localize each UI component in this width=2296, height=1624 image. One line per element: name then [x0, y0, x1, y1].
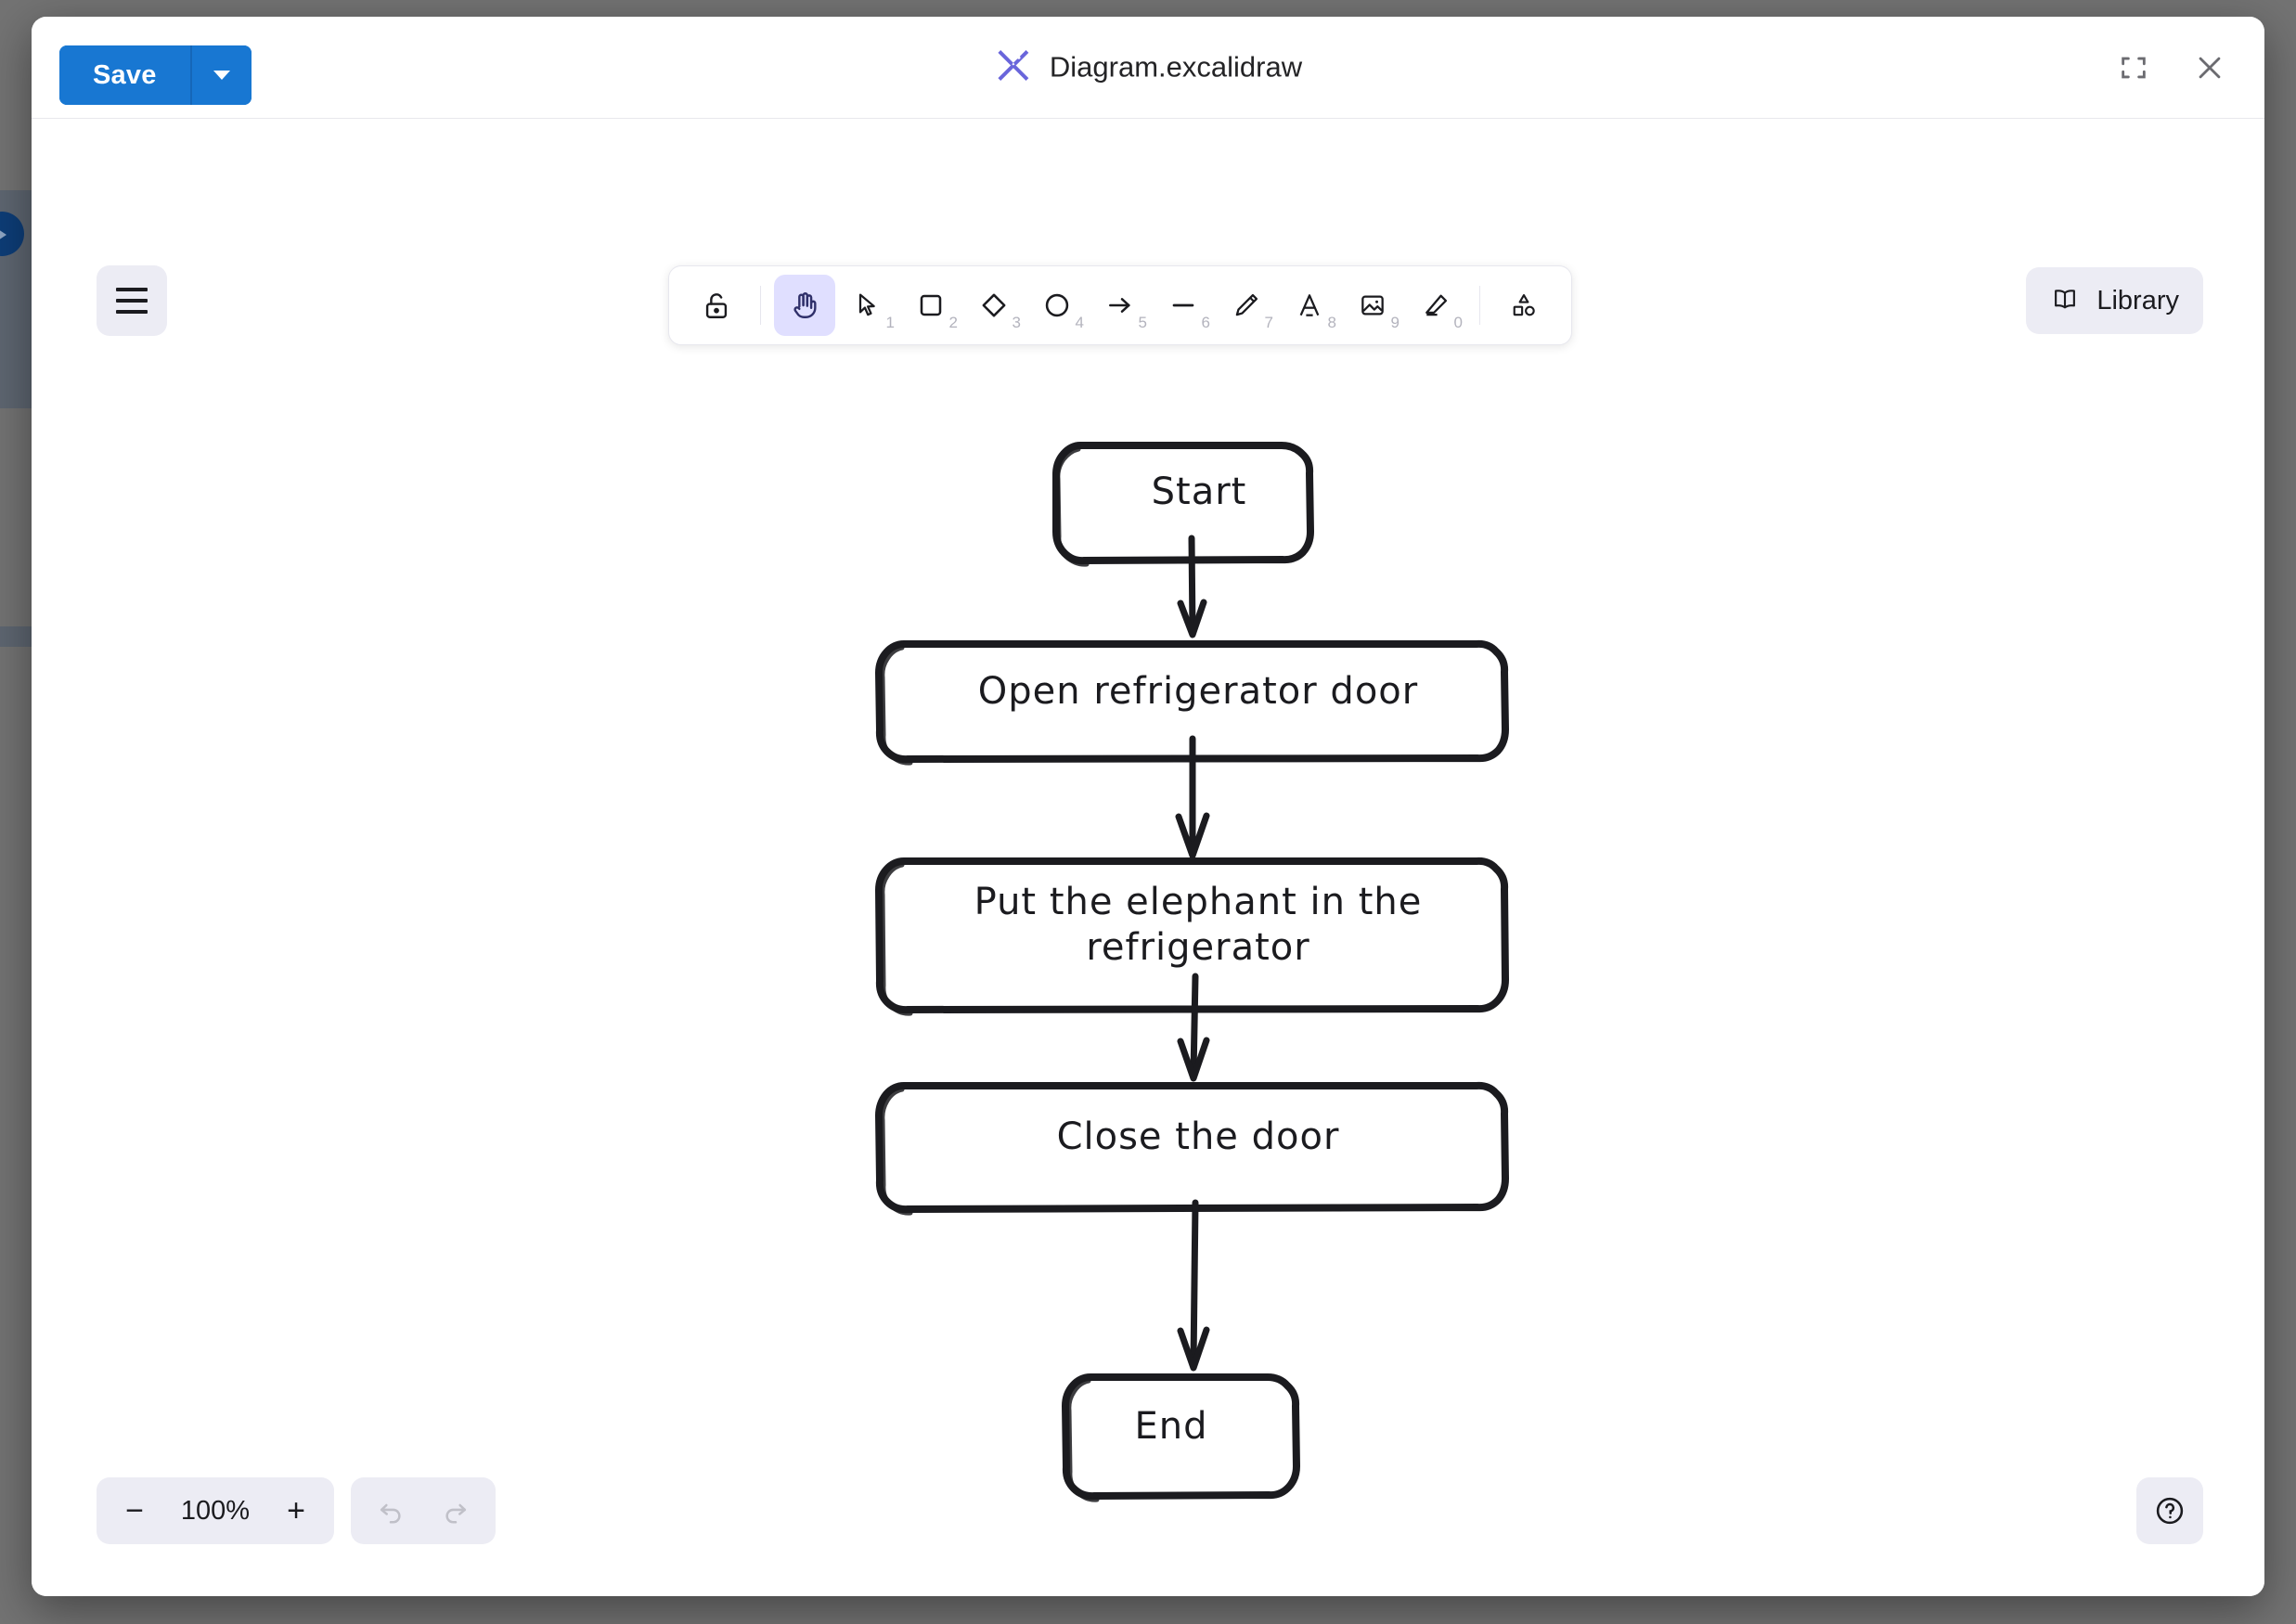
- toolbar-divider: [760, 286, 761, 325]
- close-icon[interactable]: [2188, 46, 2231, 89]
- flow-node-label: End: [1134, 1404, 1208, 1448]
- modal-header: Save Diagram.excalidraw: [32, 17, 2264, 119]
- rectangle-icon[interactable]: 2: [900, 275, 961, 336]
- library-label: Library: [2096, 285, 2179, 316]
- diamond-icon[interactable]: 3: [963, 275, 1025, 336]
- library-button[interactable]: Library: [2026, 267, 2203, 334]
- tool-shortcut: 4: [1075, 314, 1084, 331]
- shapes-icon[interactable]: [1493, 275, 1554, 336]
- selection-icon[interactable]: 1: [837, 275, 898, 336]
- save-dropdown-button[interactable]: [189, 45, 252, 105]
- header-actions: [2112, 46, 2231, 89]
- tool-shortcut: 5: [1138, 314, 1147, 331]
- flow-node-label: Close the door: [1056, 1115, 1340, 1158]
- tool-shortcut: 2: [948, 314, 958, 331]
- flow-node-put-elephant: Put the elephant in the refrigerator: [878, 861, 1518, 989]
- history-control: [351, 1477, 496, 1544]
- flow-node-label: Open refrigerator door: [977, 669, 1419, 713]
- flow-node-end: End: [1064, 1377, 1278, 1476]
- image-icon[interactable]: 9: [1342, 275, 1403, 336]
- hand-icon[interactable]: [774, 275, 835, 336]
- save-button[interactable]: Save: [59, 45, 190, 105]
- arrow-icon[interactable]: 5: [1090, 275, 1151, 336]
- excalidraw-logo-icon: [994, 45, 1033, 89]
- tool-shortcut: 0: [1453, 314, 1463, 331]
- tool-shortcut: 8: [1327, 314, 1336, 331]
- fullscreen-icon[interactable]: [2112, 46, 2155, 89]
- tool-shortcut: 7: [1264, 314, 1273, 331]
- redo-icon[interactable]: [427, 1482, 484, 1540]
- drawing-canvas[interactable]: 1 2 3 4: [32, 119, 2264, 1596]
- eraser-icon[interactable]: 0: [1405, 275, 1466, 336]
- ellipse-icon[interactable]: 4: [1026, 275, 1088, 336]
- chevron-down-icon: [213, 71, 230, 80]
- excalidraw-modal-window: Save Diagram.excalidraw: [32, 17, 2264, 1596]
- hamburger-menu-icon[interactable]: [97, 265, 167, 336]
- tool-shortcut: 9: [1390, 314, 1400, 331]
- undo-icon[interactable]: [362, 1482, 419, 1540]
- text-icon[interactable]: 8: [1279, 275, 1340, 336]
- toolbar-divider: [1479, 286, 1480, 325]
- draw-icon[interactable]: 7: [1216, 275, 1277, 336]
- flow-node-label: Start: [1151, 470, 1247, 514]
- tool-shortcut: 6: [1201, 314, 1210, 331]
- save-button-group[interactable]: Save: [59, 45, 252, 105]
- zoom-level-value[interactable]: 100%: [180, 1495, 251, 1526]
- flow-node-start: Start: [1080, 445, 1318, 539]
- tools-toolbar: 1 2 3 4: [668, 265, 1572, 345]
- help-icon[interactable]: [2136, 1477, 2203, 1544]
- page-title: Diagram.excalidraw: [1049, 50, 1303, 84]
- zoom-control: − 100% +: [97, 1477, 334, 1544]
- lock-icon[interactable]: [686, 275, 747, 336]
- zoom-controls-group: − 100% +: [97, 1477, 496, 1544]
- book-icon: [2050, 284, 2080, 318]
- zoom-in-button[interactable]: +: [287, 1493, 305, 1528]
- flow-node-label-line1: Put the elephant in the: [974, 881, 1423, 924]
- zoom-out-button[interactable]: −: [125, 1493, 144, 1528]
- tool-shortcut: 3: [1012, 314, 1021, 331]
- flow-node-close-the-door: Close the door: [878, 1086, 1518, 1188]
- title-area: Diagram.excalidraw: [994, 45, 1302, 89]
- flow-node-open-refrigerator-door: Open refrigerator door: [878, 644, 1518, 739]
- flow-node-label-line2: refrigerator: [1086, 926, 1310, 969]
- line-icon[interactable]: 6: [1153, 275, 1214, 336]
- tool-shortcut: 1: [885, 314, 895, 331]
